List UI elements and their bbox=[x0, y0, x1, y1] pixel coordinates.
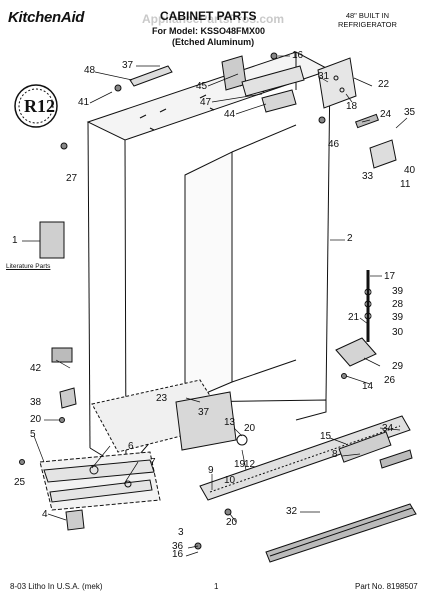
callout-23: 23 bbox=[156, 393, 168, 404]
watermark: AppliancePartsPros.com bbox=[142, 12, 285, 26]
callout-45: 45 bbox=[196, 81, 208, 92]
literature-box bbox=[39, 221, 65, 259]
footer-part-number: Part No. 8198507 bbox=[355, 582, 418, 591]
callout-13: 13 bbox=[224, 417, 236, 428]
leader-lines bbox=[22, 55, 408, 557]
callout-47: 47 bbox=[200, 97, 212, 108]
callout-37: 37 bbox=[122, 60, 134, 71]
callout-5: 5 bbox=[30, 429, 36, 440]
callout-12: 12 bbox=[244, 459, 256, 470]
base-frame bbox=[39, 451, 161, 531]
callout-48: 48 bbox=[84, 65, 96, 76]
footer-litho: 8-03 Litho In U.S.A. (mek) bbox=[10, 582, 103, 591]
callout-40: 40 bbox=[404, 165, 416, 176]
top-bracket bbox=[129, 55, 357, 113]
callout-22: 22 bbox=[378, 79, 390, 90]
footer-page-number: 1 bbox=[214, 582, 219, 591]
callout-39-lower: 39 bbox=[392, 312, 404, 323]
callout-3: 3 bbox=[178, 527, 184, 538]
clip-38 bbox=[59, 387, 77, 409]
model-number: For Model: KSSO48FMX00 bbox=[152, 26, 266, 36]
literature-parts-label: Literature Parts bbox=[6, 263, 51, 270]
callout-27: 27 bbox=[66, 173, 78, 184]
callout-24: 24 bbox=[380, 109, 392, 120]
callout-28: 28 bbox=[392, 299, 404, 310]
finish-label: (Etched Aluminum) bbox=[172, 37, 255, 47]
callout-20-left: 20 bbox=[30, 414, 42, 425]
callout-9: 9 bbox=[208, 465, 214, 476]
grille bbox=[199, 415, 411, 501]
callout-35: 35 bbox=[404, 107, 416, 118]
callout-33: 33 bbox=[362, 171, 374, 182]
callout-36: 36 bbox=[172, 541, 184, 552]
callout-11: 11 bbox=[400, 179, 411, 190]
r12-badge bbox=[14, 84, 58, 128]
callout-37-center: 37 bbox=[198, 407, 210, 418]
callout-29: 29 bbox=[392, 361, 404, 372]
built-in-label: 48" BUILT IN REFRIGERATOR bbox=[338, 11, 397, 29]
callout-21: 21 bbox=[348, 312, 360, 323]
callout-16-lower: 16 bbox=[172, 549, 184, 560]
bracket-42 bbox=[51, 347, 73, 363]
lower-hinge bbox=[335, 270, 377, 367]
callout-1: 1 bbox=[12, 235, 18, 246]
brand-logo: KitchenAid bbox=[8, 9, 85, 26]
callout-42: 42 bbox=[30, 363, 42, 374]
callout-39-upper: 39 bbox=[392, 286, 404, 297]
callout-32: 32 bbox=[286, 506, 298, 517]
callout-17: 17 bbox=[384, 271, 396, 282]
callout-41: 41 bbox=[78, 97, 90, 108]
callout-31: 31 bbox=[318, 71, 330, 82]
callout-6: 6 bbox=[128, 441, 134, 452]
callout-30: 30 bbox=[392, 327, 404, 338]
callout-26: 26 bbox=[384, 375, 396, 386]
center-unit bbox=[91, 379, 248, 453]
r12-badge-text: R12 bbox=[24, 96, 55, 116]
callout-4: 4 bbox=[42, 509, 48, 520]
built-in-line2: REFRIGERATOR bbox=[338, 20, 397, 29]
built-in-line1: 48" BUILT IN bbox=[345, 11, 390, 20]
callout-2: 2 bbox=[347, 233, 353, 244]
upper-hinge bbox=[354, 113, 397, 169]
callout-18: 18 bbox=[346, 101, 358, 112]
page-title: CABINET PARTS bbox=[160, 9, 257, 23]
callout-15: 15 bbox=[320, 431, 332, 442]
callout-10: 10 bbox=[224, 475, 236, 486]
callout-7: 7 bbox=[150, 457, 156, 468]
callout-16: 16 bbox=[292, 50, 304, 61]
callout-44: 44 bbox=[224, 109, 236, 120]
callout-8: 8 bbox=[332, 449, 338, 460]
toe-grille bbox=[265, 503, 417, 563]
callout-14: 14 bbox=[362, 381, 374, 392]
callout-46: 46 bbox=[328, 139, 340, 150]
callout-34: 34 bbox=[382, 423, 394, 434]
callout-19: 19 bbox=[234, 459, 246, 470]
callout-20-lower: 20 bbox=[226, 517, 238, 528]
callout-20-center: 20 bbox=[244, 423, 256, 434]
callout-25: 25 bbox=[14, 477, 26, 488]
callout-38: 38 bbox=[30, 397, 42, 408]
